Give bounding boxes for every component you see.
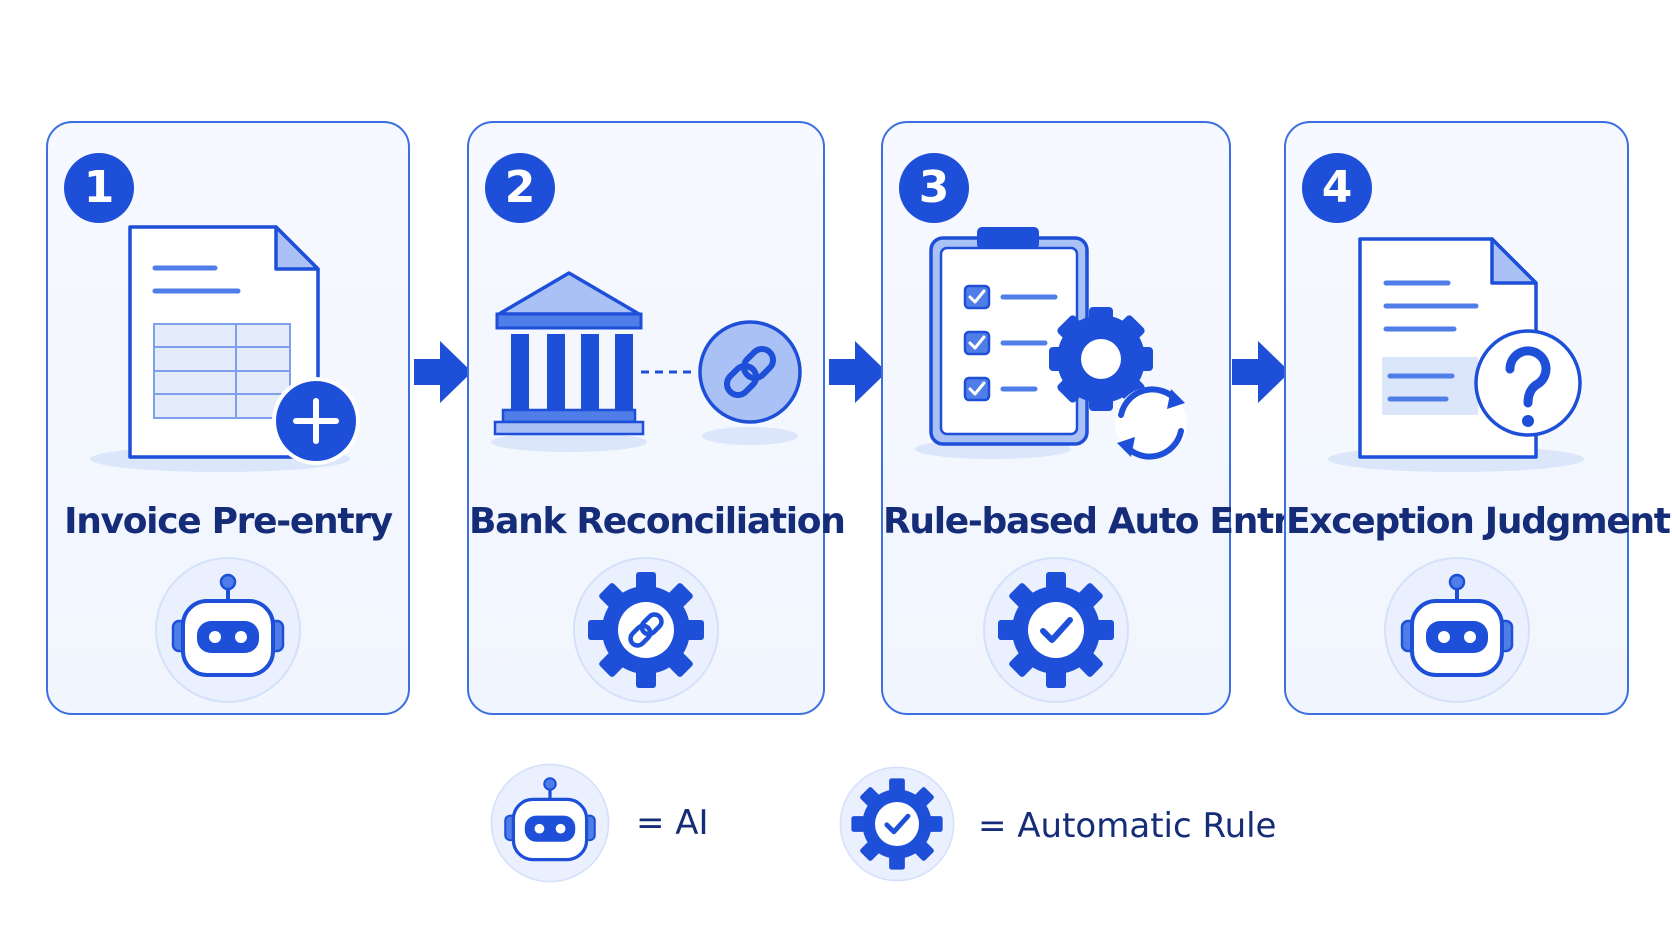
document-question-icon [1328, 237, 1584, 472]
arrow-right-icon [1232, 341, 1290, 403]
step-card-4: 4 Exception Judgment [1284, 121, 1671, 715]
step-card-1: 1 Invoice Pre-entry [46, 121, 410, 715]
legend-label-automatic-rule: = Automatic Rule [978, 806, 1277, 846]
robot-icon [490, 763, 610, 883]
step-card-3: 3 [881, 121, 1313, 715]
gear-link-icon [573, 557, 719, 703]
robot-icon [1383, 557, 1530, 703]
step-number-badge: 4 [1302, 153, 1372, 223]
document-plus-icon [90, 225, 360, 472]
arrow-right-icon [829, 341, 887, 403]
clipboard-gear-icon [915, 227, 1187, 460]
gear-check-icon [839, 766, 955, 882]
arrow-right-icon [414, 341, 472, 403]
step-label: Exception Judgment [1286, 501, 1671, 542]
step-label: Rule-based Auto Entry [883, 501, 1313, 542]
step-number-badge: 2 [485, 153, 555, 223]
step-number-badge: 3 [899, 153, 969, 223]
step-card-2: 2 Bank Reconciliation [467, 121, 846, 715]
step-label: Bank Reconciliation [469, 501, 846, 542]
step-label: Invoice Pre-entry [64, 501, 393, 542]
step-number-badge: 1 [64, 153, 134, 223]
robot-icon [155, 557, 301, 703]
legend-label-ai: = AI [636, 803, 709, 843]
gear-check-icon [983, 557, 1129, 703]
bank-link-icon [491, 271, 802, 452]
